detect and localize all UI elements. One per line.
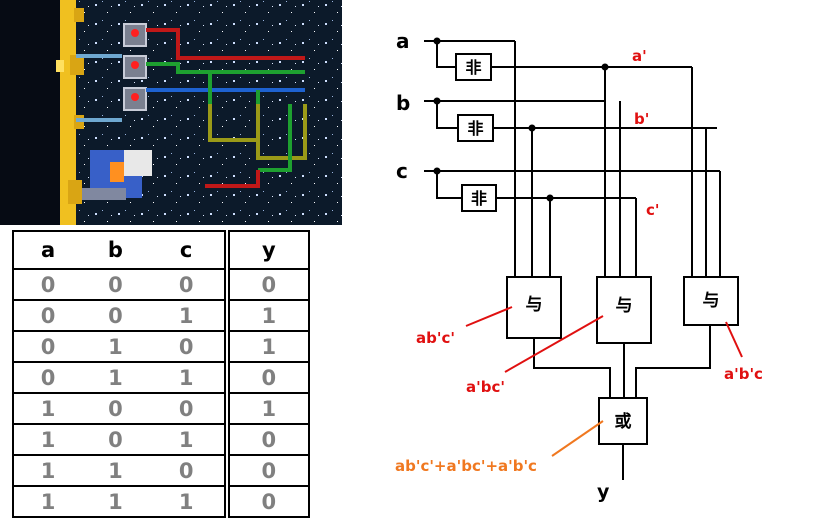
cell-b: 0: [82, 424, 149, 456]
cell-c: 0: [148, 331, 227, 363]
switch-boxes: [123, 23, 147, 111]
not-gate-c: 非: [461, 184, 497, 212]
cell-a: 0: [13, 269, 83, 301]
game-scene: [0, 0, 342, 225]
or-gate-label: 或: [615, 411, 632, 432]
cell-a: 0: [13, 362, 83, 394]
cell-c: 0: [148, 455, 227, 487]
or-gate: 或: [598, 397, 648, 445]
not-gate-b-label: 非: [467, 119, 483, 138]
cell-a: 0: [13, 331, 83, 363]
circuit-wires: [424, 40, 721, 480]
game-screenshot: [0, 0, 342, 225]
cell-b: 0: [82, 300, 149, 332]
table-row: 1 0 1 0: [13, 424, 309, 456]
wiring: [146, 28, 307, 188]
not-gate-b: 非: [457, 114, 494, 142]
term2-label: a'bc': [466, 378, 505, 396]
cell-y: 0: [223, 269, 309, 301]
cell-b: 1: [82, 362, 149, 394]
wire-junctions: [433, 37, 609, 202]
cell-y: 0: [223, 362, 309, 394]
cell-y: 0: [223, 486, 309, 518]
and-gate-1-label: 与: [526, 295, 543, 315]
and-gate-2-label: 与: [616, 296, 633, 316]
complement-b-label: b': [634, 110, 649, 128]
logic-circuit-diagram: a b c 非 非 非 a' b' c' 与 与 与 或 ab'c: [395, 29, 763, 503]
not-gate-a-label: 非: [465, 58, 481, 77]
table-row: 1 1 0 0: [13, 455, 309, 487]
table-row: 0 0 0 0: [13, 269, 309, 301]
cell-a: 1: [13, 424, 83, 456]
complement-c-label: c': [646, 201, 659, 219]
header-y: y: [223, 231, 309, 270]
term3-label: a'b'c: [724, 365, 763, 383]
table-row: 0 1 0 1: [13, 331, 309, 363]
and-gate-2: 与: [596, 276, 652, 344]
cell-a: 1: [13, 486, 83, 518]
table-row: 1 1 1 0: [13, 486, 309, 518]
cell-c: 1: [148, 424, 227, 456]
and-gate-3-label: 与: [703, 291, 720, 311]
cell-y: 0: [223, 455, 309, 487]
term1-label: ab'c': [416, 329, 455, 347]
dark-left-wall: [0, 0, 62, 225]
cell-c: 0: [148, 269, 227, 301]
table-row: 0 0 1 1: [13, 300, 309, 332]
cell-b: 0: [82, 269, 149, 301]
cell-y: 1: [223, 393, 309, 425]
cell-y: 1: [223, 300, 309, 332]
term-pointers: [465, 306, 743, 457]
cell-y: 1: [223, 331, 309, 363]
cell-b: 1: [82, 331, 149, 363]
header-a: a: [13, 231, 83, 270]
input-b-label: b: [396, 91, 410, 115]
cell-c: 1: [148, 300, 227, 332]
cell-c: 1: [148, 362, 227, 394]
header-b: b: [82, 231, 149, 270]
output-y-label: y: [597, 481, 610, 503]
not-gate-a: 非: [455, 53, 492, 81]
cell-y: 0: [223, 424, 309, 456]
input-c-label: c: [396, 159, 408, 183]
cell-a: 0: [13, 300, 83, 332]
cell-a: 1: [13, 393, 83, 425]
sum-expression-label: ab'c'+a'bc'+a'b'c: [395, 457, 537, 475]
complement-a-label: a': [632, 47, 647, 65]
cell-a: 1: [13, 455, 83, 487]
table-row: 1 0 0 1: [13, 393, 309, 425]
cell-b: 0: [82, 393, 149, 425]
player-character: [82, 150, 152, 200]
input-a-label: a: [396, 29, 410, 53]
cell-b: 1: [82, 455, 149, 487]
cell-c: 1: [148, 486, 227, 518]
header-c: c: [148, 231, 227, 270]
table-header-row: a b c y: [13, 231, 309, 270]
truth-table: a b c y 0 0 0 0 0 0 1 1 0 1 0 1 0 1 1 0: [12, 230, 310, 518]
not-gate-c-label: 非: [471, 189, 487, 208]
and-gate-3: 与: [683, 276, 739, 326]
cell-b: 1: [82, 486, 149, 518]
table-row: 0 1 1 0: [13, 362, 309, 394]
blue-ledges: [76, 54, 122, 122]
and-gate-1: 与: [506, 276, 562, 339]
cell-c: 0: [148, 393, 227, 425]
